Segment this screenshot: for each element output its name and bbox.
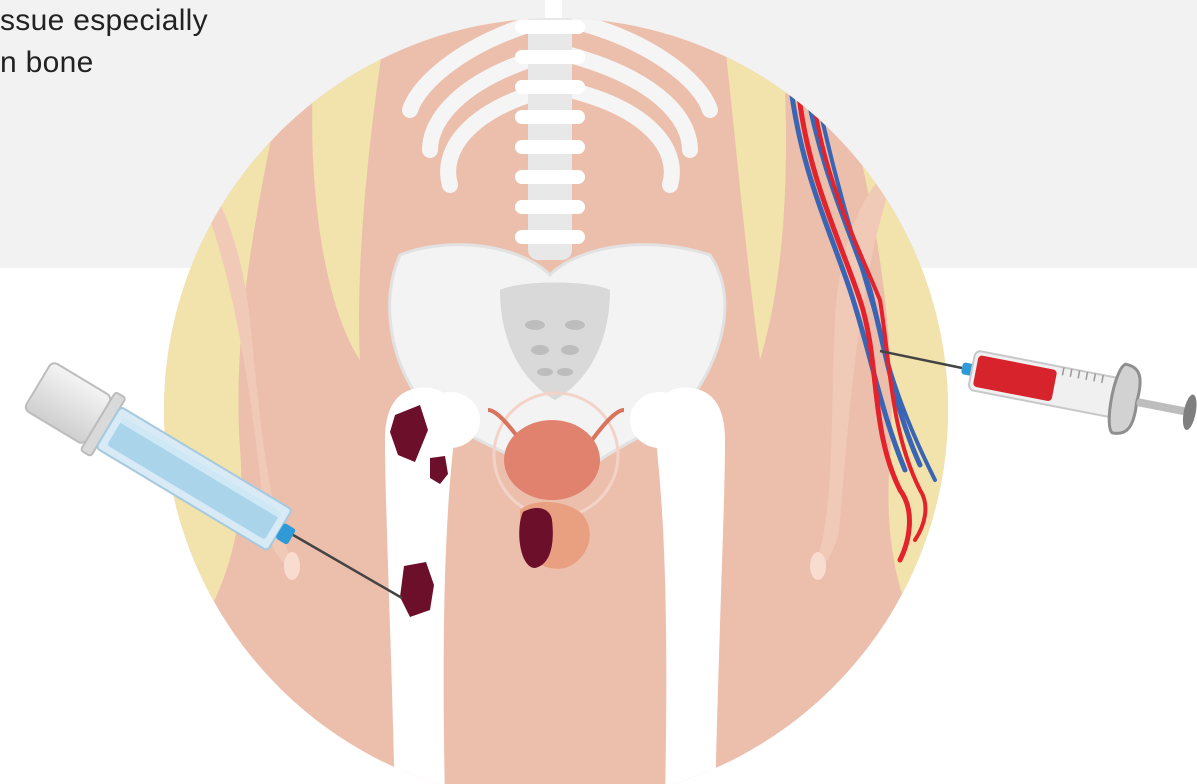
right-thumb-nail [810, 552, 826, 580]
left-femoral-head [420, 392, 480, 448]
left-thumb-nail [284, 552, 300, 580]
bladder [504, 420, 600, 500]
body-circle [150, 0, 975, 784]
right-femoral-head [630, 392, 690, 448]
